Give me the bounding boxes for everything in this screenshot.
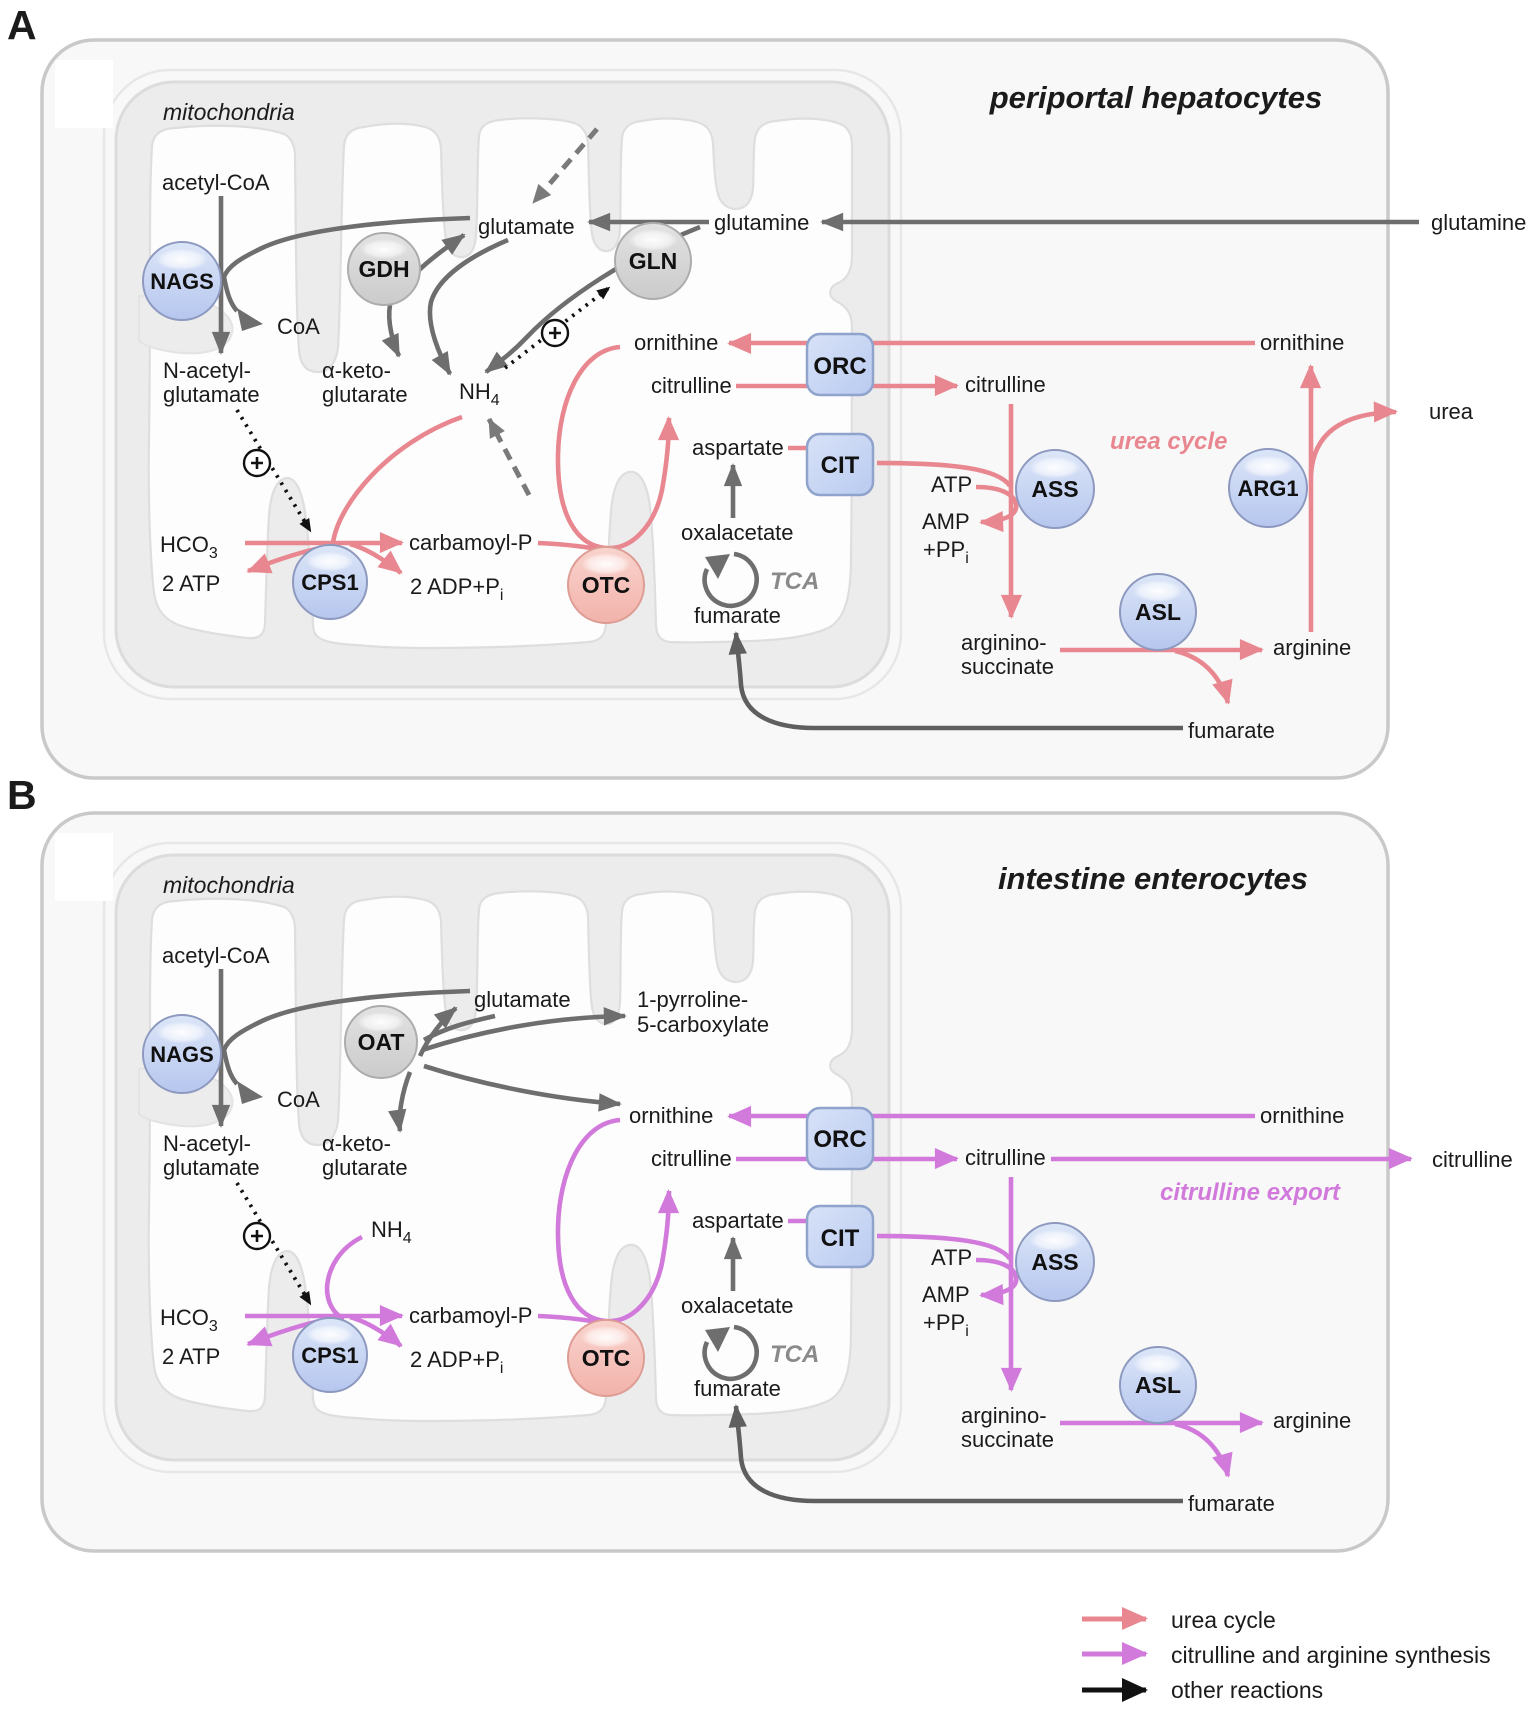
svg-text:TCA: TCA [770,1341,819,1368]
svg-text:ornithine: ornithine [1260,330,1344,355]
svg-text:carbamoyl-P: carbamoyl-P [409,530,532,555]
svg-text:carbamoyl-P: carbamoyl-P [409,1303,532,1328]
svg-text:ORC: ORC [813,353,866,380]
svg-text:OTC: OTC [582,1345,631,1371]
svg-text:urea cycle: urea cycle [1171,1607,1276,1633]
svg-text:glutamate: glutamate [474,987,571,1012]
svg-text:TCA: TCA [770,568,819,595]
svg-text:arginino-: arginino- [961,630,1047,655]
svg-text:intestine enterocytes: intestine enterocytes [998,861,1308,896]
svg-text:urea cycle: urea cycle [1110,428,1227,455]
svg-text:CPS1: CPS1 [301,570,358,595]
svg-text:α-keto-: α-keto- [322,358,391,383]
svg-text:aspartate: aspartate [692,435,784,460]
svg-text:CoA: CoA [277,314,320,339]
svg-text:succinate: succinate [961,654,1054,679]
svg-text:CoA: CoA [277,1087,320,1112]
svg-text:CIT: CIT [821,1225,860,1252]
svg-text:fumarate: fumarate [694,1376,781,1401]
svg-text:glutamine: glutamine [714,210,809,235]
svg-text:fumarate: fumarate [1188,1491,1275,1516]
svg-text:glutarate: glutarate [322,1155,408,1180]
svg-text:fumarate: fumarate [1188,718,1275,743]
svg-text:arginino-: arginino- [961,1403,1047,1428]
svg-text:citrulline: citrulline [965,1145,1046,1170]
svg-text:ASS: ASS [1031,476,1078,502]
svg-text:periportal hepatocytes: periportal hepatocytes [989,80,1322,115]
svg-text:GLN: GLN [629,248,678,274]
svg-text:2 ATP: 2 ATP [162,571,220,596]
svg-text:2 ATP: 2 ATP [162,1344,220,1369]
svg-text:oxalacetate: oxalacetate [681,1293,794,1318]
svg-text:GDH: GDH [358,256,409,282]
svg-text:N-acetyl-: N-acetyl- [163,358,251,383]
svg-text:glutamate: glutamate [163,1155,260,1180]
svg-text:glutamate: glutamate [163,382,260,407]
svg-text:other reactions: other reactions [1171,1677,1323,1703]
svg-text:ORC: ORC [813,1126,866,1153]
svg-text:fumarate: fumarate [694,603,781,628]
svg-text:ARG1: ARG1 [1237,476,1298,501]
svg-text:citrulline: citrulline [1432,1147,1513,1172]
svg-text:aspartate: aspartate [692,1208,784,1233]
svg-text:acetyl-CoA: acetyl-CoA [162,170,270,195]
svg-text:ASS: ASS [1031,1249,1078,1275]
svg-text:ASL: ASL [1135,1372,1181,1398]
svg-text:NAGS: NAGS [150,1042,214,1067]
svg-text:oxalacetate: oxalacetate [681,520,794,545]
svg-text:ornithine: ornithine [1260,1103,1344,1128]
svg-text:mitochondria: mitochondria [163,99,295,125]
svg-text:glutamate: glutamate [478,214,575,239]
svg-text:1-pyrroline-: 1-pyrroline- [637,987,748,1012]
svg-text:ATP: ATP [931,472,972,497]
svg-text:OTC: OTC [582,572,631,598]
svg-text:AMP: AMP [922,1282,970,1307]
svg-text:citrulline and arginine synthe: citrulline and arginine synthesis [1171,1642,1491,1668]
svg-text:ornithine: ornithine [629,1103,713,1128]
svg-text:CIT: CIT [821,452,860,479]
svg-text:citrulline: citrulline [965,372,1046,397]
svg-text:citrulline export: citrulline export [1160,1179,1341,1206]
svg-text:acetyl-CoA: acetyl-CoA [162,943,270,968]
svg-text:arginine: arginine [1273,635,1351,660]
svg-text:urea: urea [1429,399,1474,424]
svg-text:citrulline: citrulline [651,373,732,398]
svg-text:5-carboxylate: 5-carboxylate [637,1012,769,1037]
svg-text:citrulline: citrulline [651,1146,732,1171]
svg-text:ATP: ATP [931,1245,972,1270]
svg-text:OAT: OAT [358,1029,405,1055]
svg-text:ornithine: ornithine [634,330,718,355]
svg-text:NAGS: NAGS [150,269,214,294]
svg-text:arginine: arginine [1273,1408,1351,1433]
svg-text:succinate: succinate [961,1427,1054,1452]
svg-text:B: B [7,772,37,818]
svg-text:mitochondria: mitochondria [163,872,295,898]
svg-text:glutarate: glutarate [322,382,408,407]
svg-text:CPS1: CPS1 [301,1343,358,1368]
svg-text:α-keto-: α-keto- [322,1131,391,1156]
svg-text:AMP: AMP [922,509,970,534]
svg-text:ASL: ASL [1135,599,1181,625]
svg-text:A: A [7,2,37,48]
svg-text:N-acetyl-: N-acetyl- [163,1131,251,1156]
svg-text:glutamine: glutamine [1431,210,1526,235]
